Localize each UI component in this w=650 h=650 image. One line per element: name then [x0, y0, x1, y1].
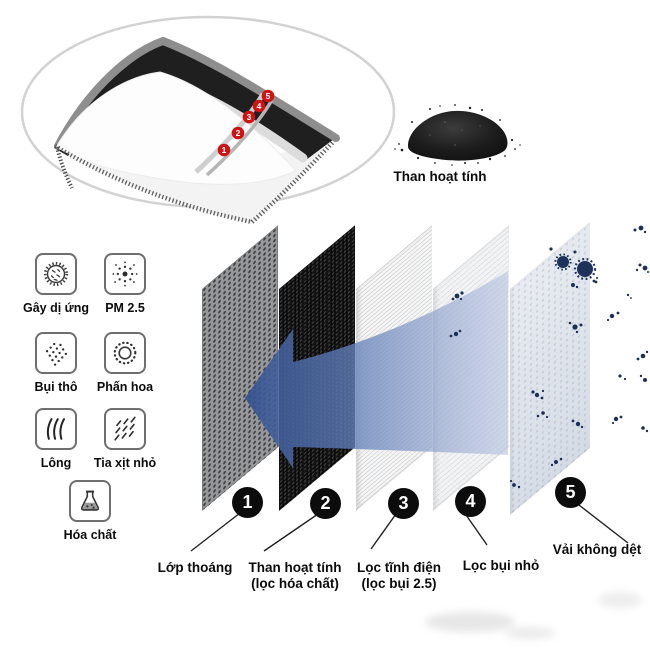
mask-carbon-layer — [56, 42, 334, 160]
layer-number-badge-3: 3 — [388, 488, 419, 519]
leader-line-4 — [463, 511, 488, 546]
hazard-label: Tia xịt nhỏ — [93, 456, 157, 470]
charcoal-label: Than hoạt tính — [393, 169, 487, 184]
leader-line-3 — [370, 513, 397, 550]
filter-sheet-5 — [510, 221, 590, 516]
charcoal-pile — [394, 104, 521, 166]
layer-label-subtitle: (lọc hóa chất) — [251, 576, 339, 591]
hazard-cell-pollen: Phấn hoa — [97, 332, 153, 394]
filter-sheet-2 — [279, 225, 355, 511]
ellipse-frame — [20, 15, 396, 209]
hazard-label: PM 2.5 — [105, 301, 145, 315]
svg-text:3: 3 — [247, 112, 252, 122]
coarse-dust-icon — [35, 332, 77, 374]
pollen-icon — [104, 332, 146, 374]
red-marker-4: 4 — [252, 99, 266, 113]
shadow-smudge — [425, 592, 642, 639]
mask-layer-markers: 1 2 3 4 5 — [217, 89, 275, 157]
layer-label-subtitle: (lọc bụi 2.5) — [361, 576, 437, 591]
filter-sheet-1 — [202, 225, 278, 511]
stitch-edge-left — [53, 144, 253, 225]
hazard-cell-spray: Tia xịt nhỏ — [94, 408, 156, 470]
hazard-label: Gây dị ứng — [22, 301, 90, 315]
mask-layer-edge-strip — [194, 92, 266, 174]
mask-lower-panel — [56, 140, 333, 223]
layer-label-5: Vải không dệt — [553, 542, 642, 558]
red-marker-3: 3 — [242, 110, 256, 124]
red-marker-1: 1 — [217, 143, 231, 157]
mask-mid-layer — [69, 77, 308, 163]
svg-text:4: 4 — [257, 101, 262, 111]
badge-number: 3 — [398, 493, 409, 513]
svg-text:5: 5 — [266, 91, 271, 101]
mask-photo — [53, 36, 340, 225]
allergen-icon — [35, 253, 77, 295]
layer-label-title: Lọc tĩnh điện — [357, 560, 441, 575]
layer-label-title: Vải không dệt — [552, 542, 642, 557]
layer-label-title: Lớp thoáng — [157, 560, 233, 575]
hazard-label: Lông — [40, 456, 72, 470]
filter-sheet-3 — [356, 225, 432, 511]
badge-number: 1 — [242, 492, 253, 512]
hair-icon — [35, 408, 77, 450]
hazard-label: Phấn hoa — [96, 380, 154, 394]
layer-number-badge-1: 1 — [232, 487, 263, 518]
badge-number: 2 — [320, 493, 331, 513]
spray-icon — [104, 408, 146, 450]
hazard-cell-allergen: Gây dị ứng — [23, 253, 89, 315]
leader-line-1 — [190, 512, 241, 552]
filter-sheet-4 — [433, 225, 509, 511]
hazard-label: Hóa chất — [63, 528, 117, 542]
red-marker-5: 5 — [261, 89, 275, 103]
layer-label-2: Than hoạt tính (lọc hóa chất) — [249, 560, 342, 592]
leader-line-2 — [263, 513, 319, 552]
leader-line-5 — [578, 504, 629, 544]
layer-label-1: Lớp thoáng — [158, 560, 233, 576]
layer-number-badge-2: 2 — [310, 488, 341, 519]
hazard-cell-pm25: PM 2.5 — [104, 253, 146, 315]
stitch-edge-right — [250, 139, 336, 224]
layer-number-badge-4: 4 — [455, 486, 486, 517]
layer-label-title: Than hoạt tính — [248, 560, 342, 575]
mask-layer-edge-strip — [205, 99, 274, 177]
mask-outer-rim — [54, 36, 340, 150]
svg-text:1: 1 — [222, 145, 227, 155]
chemical-icon — [69, 480, 111, 522]
svg-text:2: 2 — [236, 128, 241, 138]
hazard-label: Bụi thô — [34, 380, 78, 394]
red-marker-2: 2 — [231, 126, 245, 140]
layer-label-title: Lọc bụi nhỏ — [462, 558, 540, 573]
hazard-cell-hair: Lông — [35, 408, 77, 470]
hazard-cell-chemical: Hóa chất — [64, 480, 116, 542]
pm25-icon — [104, 253, 146, 295]
stitch-edge-corner — [55, 146, 74, 189]
layer-label-3: Lọc tĩnh điện (lọc bụi 2.5) — [357, 560, 441, 592]
layer-label-4: Lọc bụi nhỏ — [463, 558, 540, 574]
hazard-cell-coarse-dust: Bụi thô — [34, 332, 78, 394]
badge-number: 5 — [565, 482, 576, 502]
badge-number: 4 — [465, 491, 476, 511]
layer-number-badge-5: 5 — [555, 477, 586, 508]
mask-front-layer — [55, 71, 297, 185]
